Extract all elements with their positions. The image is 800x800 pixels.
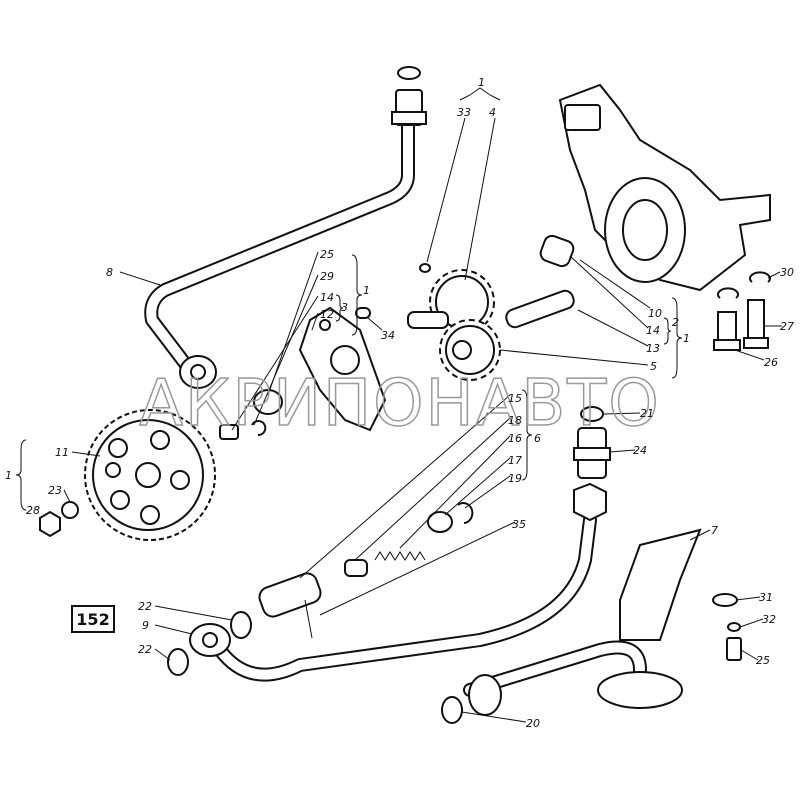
callout-35: 35 xyxy=(512,518,526,531)
callout-24: 24 xyxy=(633,444,647,457)
callout-14: 14 xyxy=(646,324,660,337)
callout-32: 32 xyxy=(762,613,776,626)
callout-8: 8 xyxy=(106,266,113,279)
callout-33: 33 xyxy=(457,106,471,119)
callout-20: 20 xyxy=(526,717,540,730)
callout-10: 10 xyxy=(648,307,662,320)
callout-22: 22 xyxy=(138,643,152,656)
watermark: АКРИПОНАВТО xyxy=(139,367,660,441)
callout-6: 6 xyxy=(534,432,541,445)
callout-30: 30 xyxy=(780,266,794,279)
callout-17: 17 xyxy=(508,454,522,467)
callout-22: 22 xyxy=(138,600,152,613)
pipe-lower xyxy=(167,482,607,682)
callout-4: 4 xyxy=(489,106,496,119)
pump-housing xyxy=(558,83,771,292)
callout-9: 9 xyxy=(142,619,149,632)
callout-3: 3 xyxy=(341,301,348,314)
callout-26: 26 xyxy=(764,356,778,369)
leader-lines xyxy=(15,87,782,723)
callout-15: 15 xyxy=(508,392,522,405)
valve-body-15 xyxy=(258,502,474,639)
callout-13: 13 xyxy=(646,342,660,355)
callout-18: 18 xyxy=(508,414,522,427)
callout-14: 14 xyxy=(320,291,334,304)
callout-34: 34 xyxy=(381,329,395,342)
figure-number-box: 152 xyxy=(71,605,115,633)
callout-31: 31 xyxy=(759,591,773,604)
oil-receiver-7 xyxy=(441,528,742,724)
callout-21: 21 xyxy=(640,407,654,420)
callout-12: 12 xyxy=(320,308,334,321)
callout-labels: 1 33 4 25 29 14 3 12 1 34 8 10 14 2 13 1… xyxy=(5,76,794,730)
callout-28: 28 xyxy=(26,504,40,517)
callout-25: 25 xyxy=(756,654,770,667)
callout-29: 29 xyxy=(320,270,334,283)
callout-23: 23 xyxy=(48,484,62,497)
callout-1: 1 xyxy=(363,284,370,297)
axle-13 xyxy=(505,289,575,329)
callout-19: 19 xyxy=(508,472,522,485)
gear-11 xyxy=(39,409,216,541)
callout-1: 1 xyxy=(5,469,12,482)
fitting-24 xyxy=(573,406,611,479)
callout-7: 7 xyxy=(711,524,718,537)
figure-number: 152 xyxy=(76,610,109,629)
callout-1: 1 xyxy=(478,76,485,89)
callout-16: 16 xyxy=(508,432,522,445)
callout-1: 1 xyxy=(683,332,690,345)
bolts xyxy=(713,271,771,351)
callout-11: 11 xyxy=(55,446,69,459)
callout-27: 27 xyxy=(780,320,794,333)
callout-2: 2 xyxy=(672,316,679,329)
gear-4 xyxy=(355,263,501,381)
pipe-8 xyxy=(144,66,427,389)
bush-10 xyxy=(539,234,575,268)
callout-25: 25 xyxy=(320,248,334,261)
callout-5: 5 xyxy=(650,360,657,373)
